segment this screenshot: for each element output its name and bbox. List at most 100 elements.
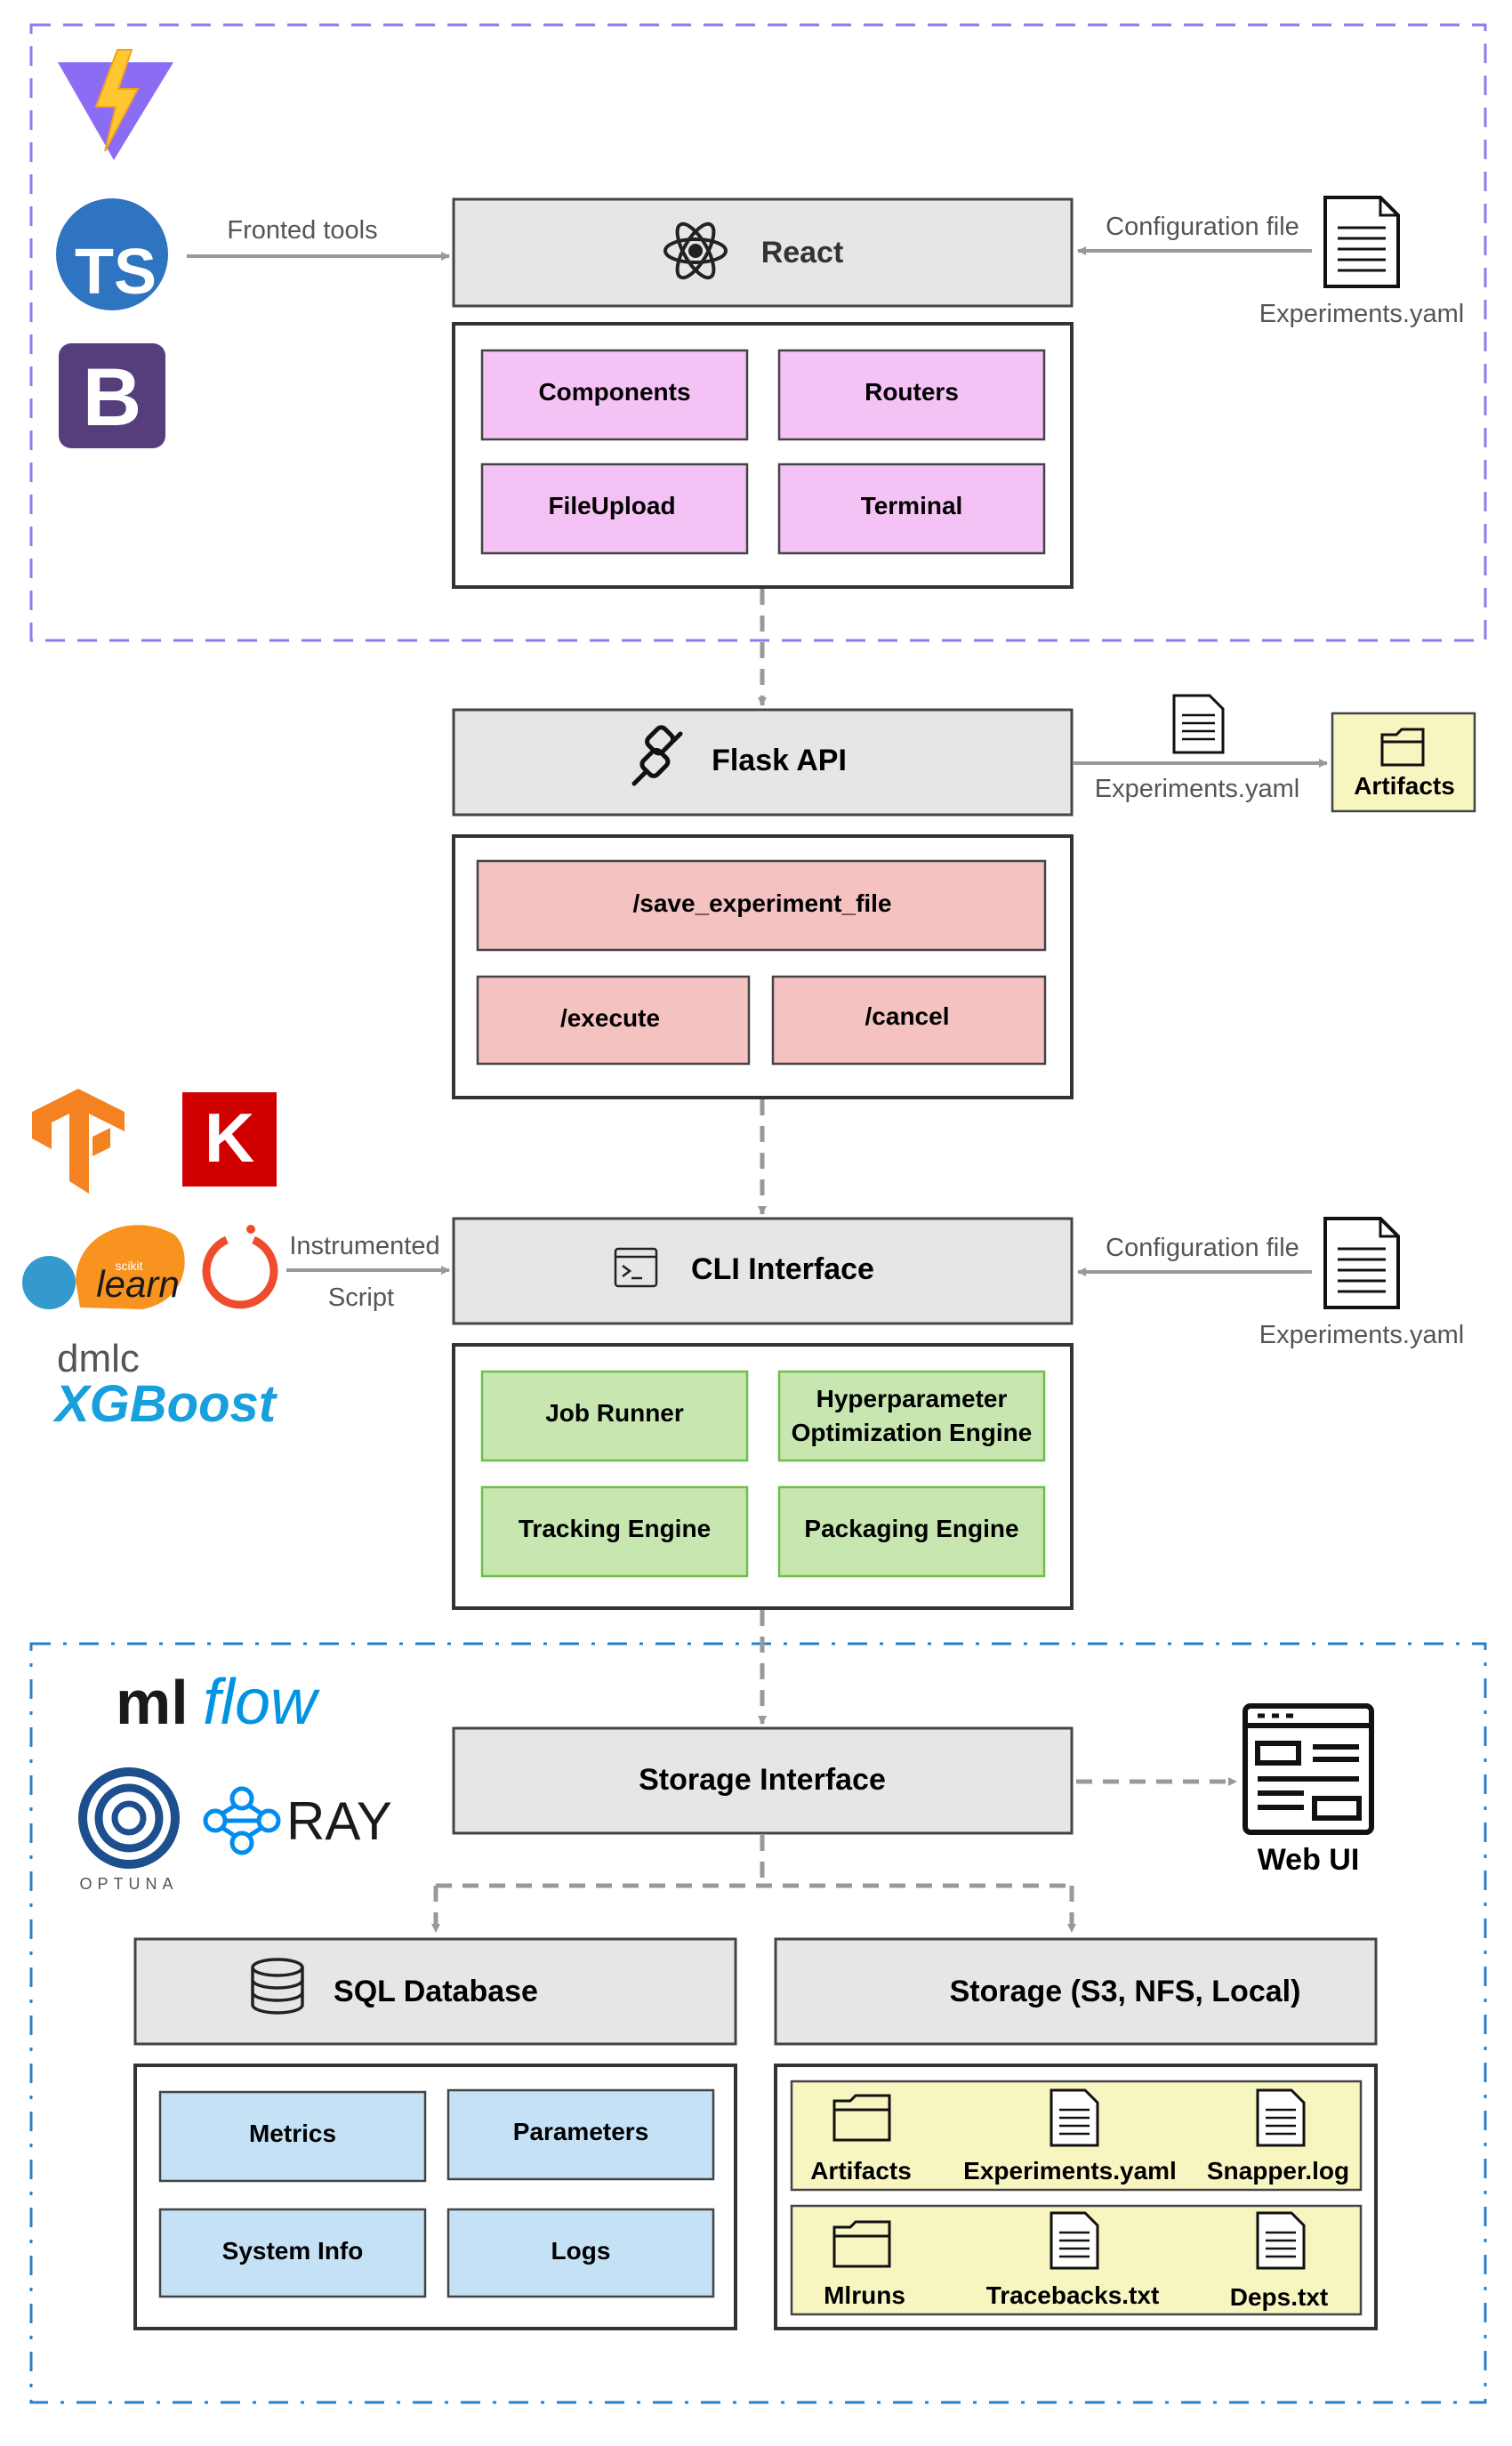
storage-interface-header: Storage Interface	[452, 1726, 1074, 1835]
svg-text:flow: flow	[203, 1667, 320, 1738]
plug-icon	[631, 725, 683, 786]
sql-item-parameters: Parameters	[446, 2088, 715, 2181]
config-label-cli: Configuration file	[1106, 1234, 1299, 1262]
svg-text:Tracking Engine: Tracking Engine	[519, 1515, 711, 1542]
module-hyperparameter-optimization: Hyperparameter Optimization Engine	[777, 1370, 1046, 1462]
file-item-experiments-yaml: Experiments.yaml	[963, 2088, 1177, 2185]
folder-icon	[1380, 728, 1425, 767]
svg-text:Parameters: Parameters	[513, 2118, 649, 2145]
react-title: React	[761, 236, 844, 270]
instrumented-label: Instrumented	[289, 1232, 439, 1260]
config-file-name-react: Experiments.yaml	[1259, 300, 1464, 328]
svg-text:/cancel: /cancel	[865, 1002, 950, 1030]
component-box-components: Components	[480, 349, 749, 441]
svg-text:RAY: RAY	[286, 1791, 392, 1851]
svg-text:ml: ml	[116, 1668, 189, 1737]
svg-text:/save_experiment_file: /save_experiment_file	[632, 889, 891, 917]
svg-text:Deps.txt: Deps.txt	[1230, 2283, 1328, 2311]
config-label-react: Configuration file	[1106, 213, 1299, 241]
svg-text:Snapper.log: Snapper.log	[1207, 2157, 1349, 2185]
file-item-snapper-log: Snapper.log	[1207, 2088, 1349, 2185]
file-storage-header: Storage (S3, NFS, Local)	[774, 1937, 1378, 2046]
storage-interface-title: Storage Interface	[639, 1763, 886, 1797]
storage-region	[29, 1642, 1487, 2404]
svg-text:/execute: /execute	[560, 1004, 660, 1032]
svg-text:B: B	[83, 352, 141, 443]
component-box-routers: Routers	[777, 349, 1046, 441]
terminal-icon	[614, 1247, 658, 1288]
svg-text:Terminal: Terminal	[861, 492, 963, 519]
react-atom-icon	[664, 221, 728, 280]
mlflow-logo: ml flow	[116, 1667, 320, 1738]
react-header: React	[452, 197, 1074, 308]
cli-header: CLI Interface	[452, 1217, 1074, 1325]
sql-item-logs: Logs	[446, 2208, 715, 2298]
svg-text:Artifacts: Artifacts	[810, 2157, 912, 2185]
svg-text:learn: learn	[96, 1263, 179, 1305]
document-icon	[1172, 694, 1225, 754]
sql-item-system-info: System Info	[158, 2208, 427, 2298]
database-icon	[251, 1958, 304, 2015]
document-icon	[1050, 2088, 1099, 2147]
web-ui-label: Web UI	[1258, 1843, 1360, 1877]
pytorch-logo	[202, 1225, 278, 1309]
module-job-runner: Job Runner	[480, 1370, 749, 1462]
svg-text:System Info: System Info	[222, 2237, 364, 2265]
folder-icon	[832, 2094, 891, 2142]
endpoint-save-experiment-file: /save_experiment_file	[476, 859, 1047, 952]
module-tracking-engine: Tracking Engine	[480, 1485, 749, 1578]
component-box-terminal: Terminal	[777, 463, 1046, 555]
svg-text:Mlruns: Mlruns	[824, 2281, 905, 2309]
optuna-logo: OPTUNA	[78, 1767, 180, 1893]
frontend-region	[29, 23, 1487, 642]
svg-text:dmlc: dmlc	[57, 1337, 140, 1380]
flask-api-header: Flask API	[452, 708, 1074, 817]
storage-split-arrows	[431, 1835, 1076, 1933]
svg-text:Tracebacks.txt: Tracebacks.txt	[986, 2281, 1160, 2309]
svg-text:FileUpload: FileUpload	[548, 492, 675, 519]
xgboost-logo: dmlc XGBoost	[52, 1337, 278, 1433]
sklearn-logo: scikit learn	[22, 1225, 185, 1309]
document-icon	[1256, 2211, 1306, 2270]
sql-database-header: SQL Database	[133, 1937, 737, 2046]
module-packaging-engine: Packaging Engine	[777, 1485, 1046, 1578]
config-file-name-cli: Experiments.yaml	[1259, 1321, 1464, 1349]
flask-api-title: Flask API	[712, 744, 847, 777]
svg-text:Packaging Engine: Packaging Engine	[804, 1515, 1018, 1542]
file-item-tracebacks-txt: Tracebacks.txt	[986, 2211, 1160, 2309]
tensorflow-logo	[32, 1089, 125, 1194]
folder-icon	[832, 2220, 891, 2268]
document-icon	[1256, 2088, 1306, 2147]
svg-text:Components: Components	[538, 378, 690, 406]
file-item-deps-txt: Deps.txt	[1230, 2211, 1328, 2311]
file-item-artifacts: Artifacts	[810, 2094, 912, 2185]
artifacts-box: Artifacts	[1331, 712, 1476, 813]
svg-text:Metrics: Metrics	[249, 2120, 336, 2147]
sql-item-metrics: Metrics	[158, 2090, 427, 2183]
svg-text:scikit: scikit	[115, 1259, 142, 1273]
svg-text:Job Runner: Job Runner	[545, 1399, 684, 1427]
svg-text:Artifacts: Artifacts	[1354, 772, 1455, 800]
endpoint-execute: /execute	[476, 975, 751, 1066]
fronted-tools-label: Fronted tools	[227, 216, 377, 245]
vite-logo	[58, 49, 173, 160]
bootstrap-logo: B	[59, 343, 165, 448]
keras-logo: K	[182, 1092, 277, 1187]
svg-text:Logs: Logs	[551, 2237, 611, 2265]
component-box-fileupload: FileUpload	[480, 463, 749, 555]
sql-database-title: SQL Database	[334, 1975, 538, 2008]
file-storage-title: Storage (S3, NFS, Local)	[950, 1975, 1301, 2008]
endpoint-cancel: /cancel	[771, 975, 1047, 1066]
svg-text:K: K	[205, 1098, 254, 1177]
svg-text:Experiments.yaml: Experiments.yaml	[963, 2157, 1177, 2185]
document-icon	[1050, 2211, 1099, 2270]
web-ui-icon	[1243, 1703, 1374, 1835]
document-icon	[1323, 1217, 1400, 1309]
svg-text:Optimization Engine: Optimization Engine	[792, 1419, 1033, 1446]
svg-text:XGBoost: XGBoost	[52, 1375, 278, 1433]
svg-text:Routers: Routers	[865, 378, 959, 406]
svg-text:TS: TS	[75, 237, 157, 308]
typescript-logo: TS	[56, 198, 168, 310]
script-label: Script	[328, 1283, 394, 1312]
